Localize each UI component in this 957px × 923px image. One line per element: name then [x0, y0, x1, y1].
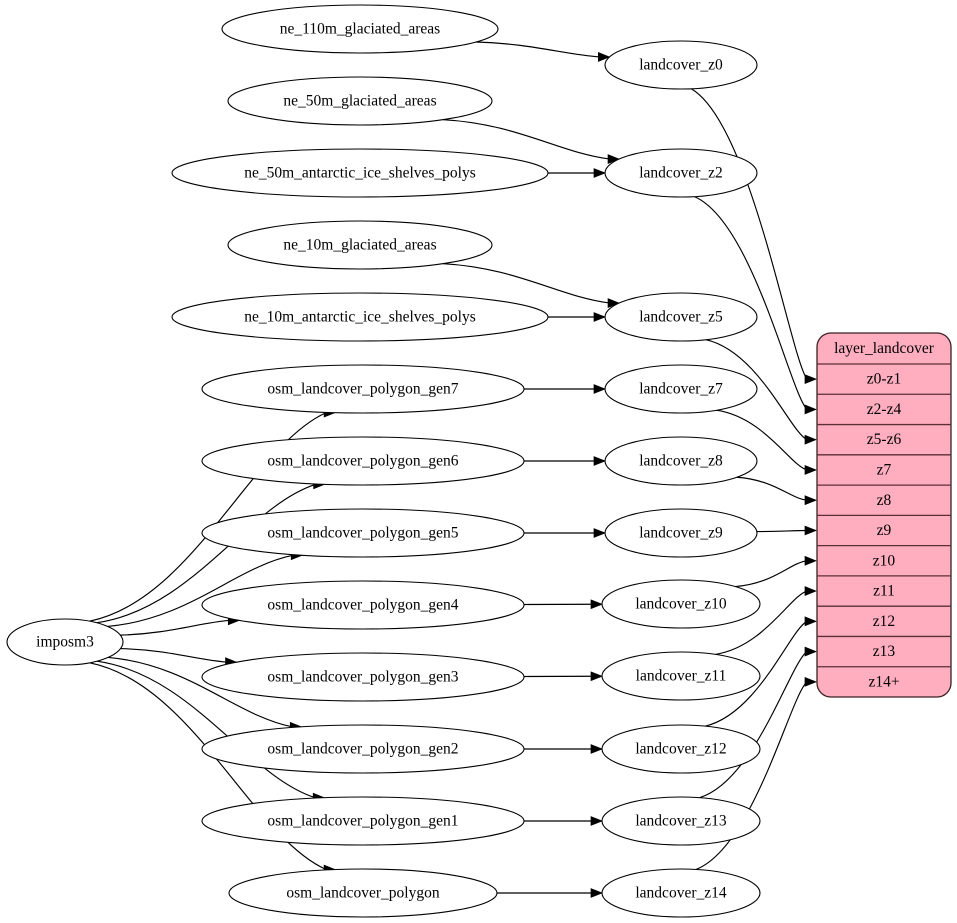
node-landcover_z13[interactable]: landcover_z13: [601, 796, 761, 846]
arrowhead-icon: [804, 404, 817, 415]
osm-table-ellipse[interactable]: [201, 652, 525, 702]
node-osm_landcover_polygon[interactable]: osm_landcover_polygon: [228, 868, 498, 918]
osm-table-ellipse[interactable]: [201, 796, 525, 846]
edge-imposm3-to-osm_landcover_polygon: [89, 662, 327, 871]
landcover-view-ellipse[interactable]: [604, 508, 758, 558]
edge-imposm3-to-osm_landcover_polygon_gen1: [96, 660, 316, 799]
node-ne_50m_glaciated_areas[interactable]: ne_50m_glaciated_areas: [227, 76, 493, 126]
node-osm_landcover_polygon_gen1[interactable]: osm_landcover_polygon_gen1: [201, 796, 525, 846]
arrowhead-icon: [590, 599, 603, 610]
node-ne_10m_glaciated_areas[interactable]: ne_10m_glaciated_areas: [227, 220, 493, 270]
node-landcover_z12[interactable]: landcover_z12: [601, 724, 761, 774]
node-landcover_z5[interactable]: landcover_z5: [604, 292, 758, 342]
landcover-view-ellipse[interactable]: [601, 579, 761, 629]
arrowhead-icon: [590, 816, 603, 826]
arrowhead-icon: [804, 676, 817, 687]
edge-landcover_z9-to-layer_landcover-z9: [756, 529, 808, 533]
landcover-view-ellipse[interactable]: [604, 364, 758, 414]
edge-landcover_z13-to-layer_landcover-z13: [699, 651, 808, 799]
ne-table-ellipse[interactable]: [171, 148, 549, 198]
node-landcover_z14[interactable]: landcover_z14: [601, 868, 761, 918]
edge-landcover_z14-to-layer_landcover-z14-: [695, 681, 808, 870]
edge-ne_50m_glaciated_areas-to-landcover_z2: [443, 119, 611, 160]
arrowhead-icon: [590, 671, 603, 682]
node-layer: imposm3 ne_110m_glaciated_areas ne_50m_gla…: [6, 4, 761, 918]
ne-table-ellipse[interactable]: [171, 292, 549, 342]
node-landcover_z11[interactable]: landcover_z11: [601, 651, 761, 701]
edge-landcover_z12-to-layer_landcover-z12: [705, 620, 808, 727]
node-landcover_z2[interactable]: landcover_z2: [604, 148, 758, 198]
arrowhead-icon: [593, 456, 606, 466]
node-osm_landcover_polygon_gen6[interactable]: osm_landcover_polygon_gen6: [201, 436, 525, 486]
osm-table-ellipse[interactable]: [201, 580, 525, 630]
osm-table-ellipse[interactable]: [201, 364, 525, 414]
node-osm_landcover_polygon_gen3[interactable]: osm_landcover_polygon_gen3: [201, 652, 525, 702]
edge-landcover_z11-to-layer_landcover-z11: [715, 590, 808, 655]
edge-imposm3-to-osm_landcover_polygon_gen3: [120, 647, 228, 663]
arrowhead-icon: [804, 465, 817, 475]
landcover-view-ellipse[interactable]: [604, 292, 758, 342]
arrowhead-icon: [593, 168, 606, 178]
arrowhead-icon: [590, 888, 603, 898]
edge-landcover_z8-to-layer_landcover-z8: [736, 476, 808, 501]
node-landcover_z9[interactable]: landcover_z9: [604, 508, 758, 558]
edge-imposm3-to-osm_landcover_polygon_gen4: [120, 619, 231, 636]
node-landcover_z7[interactable]: landcover_z7: [604, 364, 758, 414]
node-osm_landcover_polygon_gen5[interactable]: osm_landcover_polygon_gen5: [201, 508, 525, 558]
arrowhead-icon: [804, 525, 817, 536]
arrowhead-icon: [804, 646, 817, 657]
arrowhead-icon: [804, 434, 817, 445]
node-landcover_z10[interactable]: landcover_z10: [601, 579, 761, 629]
edge-ne_10m_glaciated_areas-to-landcover_z5: [443, 263, 611, 304]
edge-imposm3-to-osm_landcover_polygon_gen5: [107, 554, 294, 627]
ne-table-ellipse[interactable]: [221, 4, 499, 54]
arrowhead-icon: [590, 744, 603, 754]
edge-imposm3-to-osm_landcover_polygon_gen7: [89, 412, 327, 622]
osm-table-ellipse[interactable]: [228, 868, 498, 918]
landcover-view-ellipse[interactable]: [604, 40, 758, 90]
arrowhead-icon: [804, 616, 817, 627]
ne-table-ellipse[interactable]: [227, 76, 493, 126]
source-ellipse[interactable]: [6, 618, 124, 666]
node-osm_landcover_polygon_gen7[interactable]: osm_landcover_polygon_gen7: [201, 364, 525, 414]
landcover-view-ellipse[interactable]: [601, 868, 761, 918]
arrowhead-icon: [804, 374, 817, 385]
osm-table-ellipse[interactable]: [201, 436, 525, 486]
node-ne_10m_antarctic_ice_shelves_polys[interactable]: ne_10m_antarctic_ice_shelves_polys: [171, 292, 549, 342]
arrowhead-icon: [804, 555, 817, 566]
node-landcover_z0[interactable]: landcover_z0: [604, 40, 758, 90]
landcover-view-ellipse[interactable]: [601, 796, 761, 846]
node-ne_110m_glaciated_areas[interactable]: ne_110m_glaciated_areas: [221, 4, 499, 54]
edge-landcover_z5-to-layer_landcover-z5-z6: [705, 339, 808, 441]
osm-table-ellipse[interactable]: [201, 724, 525, 774]
record-node-layer: layer_landcoverz0-z1z2-z4z5-z6z7z8z9z10z…: [816, 332, 952, 698]
node-osm_landcover_polygon_gen2[interactable]: osm_landcover_polygon_gen2: [201, 724, 525, 774]
arrowhead-icon: [598, 52, 611, 62]
record-node-layer-landcover[interactable]: layer_landcoverz0-z1z2-z4z5-z6z7z8z9z10z…: [816, 332, 952, 698]
ne-table-ellipse[interactable]: [227, 220, 493, 270]
osm-table-ellipse[interactable]: [201, 508, 525, 558]
landcover-view-ellipse[interactable]: [601, 724, 761, 774]
edge-landcover_z10-to-layer_landcover-z10: [735, 560, 808, 588]
arrowhead-icon: [593, 312, 606, 322]
arrowhead-icon: [804, 586, 817, 596]
node-ne_50m_antarctic_ice_shelves_polys[interactable]: ne_50m_antarctic_ice_shelves_polys: [171, 148, 549, 198]
node-osm_landcover_polygon_gen4[interactable]: osm_landcover_polygon_gen4: [201, 580, 525, 630]
node-landcover_z8[interactable]: landcover_z8: [604, 436, 758, 486]
landcover-view-ellipse[interactable]: [604, 436, 758, 486]
edge-imposm3-to-osm_landcover_polygon_gen6: [96, 483, 316, 624]
edge-landcover_z7-to-layer_landcover-z7: [716, 409, 808, 471]
edge-landcover_z0-to-layer_landcover-z0-z1: [690, 88, 808, 380]
landcover-view-ellipse[interactable]: [601, 651, 761, 701]
arrowhead-icon: [593, 384, 606, 394]
edge-ne_110m_glaciated_areas-to-landcover_z0: [475, 41, 601, 58]
landcover-view-ellipse[interactable]: [604, 148, 758, 198]
arrowhead-icon: [804, 495, 817, 506]
edge-landcover_z2-to-layer_landcover-z2-z4: [694, 196, 808, 410]
node-imposm3[interactable]: imposm3: [6, 618, 124, 666]
edge-imposm3-to-osm_landcover_polygon_gen2: [107, 656, 293, 728]
arrowhead-icon: [593, 528, 606, 538]
